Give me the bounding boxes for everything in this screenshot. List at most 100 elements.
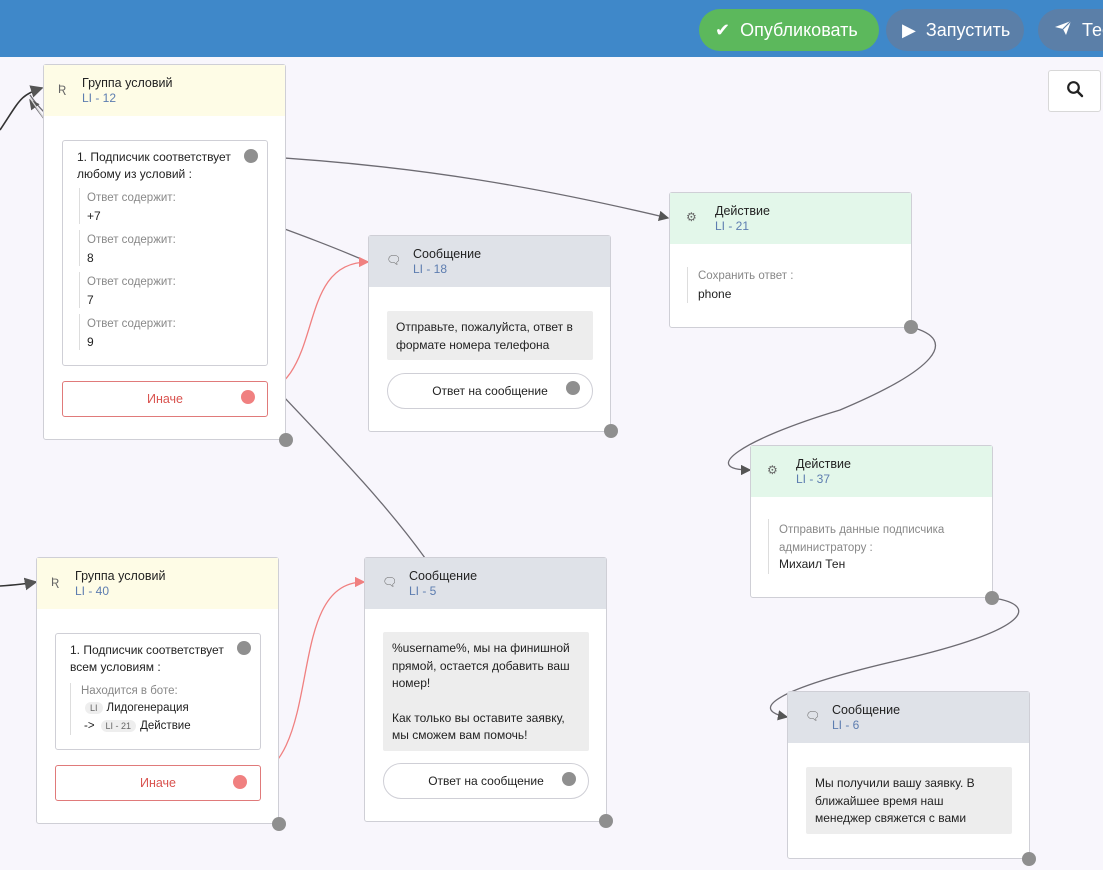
node-output-port[interactable]	[904, 320, 918, 334]
message-text-line: Как только вы оставите заявку, мы сможем…	[392, 710, 565, 743]
search-icon	[1066, 80, 1084, 103]
else-output-port[interactable]	[241, 390, 255, 404]
rule-divider	[79, 188, 80, 224]
rule-label: Находится в боте:	[81, 685, 178, 697]
gears-icon: ⚙	[686, 210, 697, 224]
wire-offscreen-to-group12	[0, 85, 44, 131]
condition-title: 1. Подписчик соответствует всем условиям…	[70, 643, 224, 674]
check-icon: ✔	[715, 19, 731, 40]
action-value: Михаил Тен	[779, 557, 846, 571]
node-output-port[interactable]	[272, 817, 286, 831]
rule-label: Ответ содержит:	[87, 318, 176, 330]
card-title: Группа условий	[75, 569, 166, 583]
card-title: Действие	[715, 204, 770, 218]
bot-name: Лидогенерация	[106, 702, 189, 714]
condition-output-port[interactable]	[244, 149, 258, 163]
message-header: 🗨 Сообщение LI - 5	[365, 558, 606, 609]
condition-output-port[interactable]	[237, 641, 251, 655]
top-toolbar: ✔ Опубликовать ▶ Запустить Тес	[0, 0, 1103, 57]
step-chip: LI - 21	[100, 720, 137, 732]
run-button-label: Запустить	[925, 19, 1011, 40]
reply-output-port[interactable]	[562, 772, 576, 786]
rule-label: Ответ содержит:	[87, 276, 176, 288]
rule-label: Ответ содержит:	[87, 234, 176, 246]
action-value: phone	[698, 287, 732, 301]
card-title: Сообщение	[409, 569, 478, 583]
node-output-port[interactable]	[599, 814, 613, 828]
message-node-li6[interactable]: 🗨 Сообщение LI - 6 Мы получили вашу заяв…	[787, 691, 1030, 859]
rule-value: 7	[87, 293, 94, 307]
action-label: Сохранить ответ :	[698, 270, 794, 282]
message-text-line: %username%, мы на финишной прямой, остае…	[392, 641, 570, 690]
message-node-li18[interactable]: 🗨 Сообщение LI - 18 Отправьте, пожалуйст…	[368, 235, 611, 432]
card-title: Группа условий	[82, 76, 173, 90]
else-button[interactable]: Иначе	[55, 765, 261, 801]
else-output-port[interactable]	[233, 775, 247, 789]
paper-plane-icon	[1054, 20, 1072, 41]
wire-offscreen-to-group40	[0, 577, 38, 591]
card-id: LI - 12	[82, 91, 117, 105]
action-header: ⚙ Действие LI - 37	[751, 446, 992, 497]
message-text: %username%, мы на финишной прямой, остае…	[383, 632, 589, 751]
reply-output-port[interactable]	[566, 381, 580, 395]
message-header: 🗨 Сообщение LI - 18	[369, 236, 610, 287]
gears-icon: ⚙	[767, 463, 778, 477]
condition-block[interactable]: 1. Подписчик соответствует всем условиям…	[55, 633, 261, 750]
wire-act21-to-act37	[727, 326, 937, 476]
rule-label: Ответ содержит:	[87, 192, 176, 204]
condition-icon: Ʀ	[51, 575, 60, 589]
card-title: Действие	[796, 457, 851, 471]
test-button[interactable]: Тес	[1038, 9, 1103, 51]
card-id: LI - 21	[715, 219, 750, 233]
condition-block[interactable]: 1. Подписчик соответствует любому из усл…	[62, 140, 268, 366]
wire-act37-to-msg6	[769, 597, 1020, 721]
card-id: LI - 18	[413, 262, 448, 276]
action-node-li21[interactable]: ⚙ Действие LI - 21 Сохранить ответ : pho…	[669, 192, 912, 328]
action-label: Отправить данные подписчика администрато…	[779, 524, 945, 554]
node-output-port[interactable]	[279, 433, 293, 447]
node-output-port[interactable]	[985, 591, 999, 605]
condition-group-header: Ʀ Группа условий LI - 40	[37, 558, 278, 609]
publish-button-label: Опубликовать	[740, 19, 858, 40]
card-id: LI - 40	[75, 584, 110, 598]
search-button[interactable]	[1048, 70, 1101, 112]
message-text: Отправьте, пожалуйста, ответ в формате н…	[387, 311, 593, 360]
else-button[interactable]: Иначе	[62, 381, 268, 417]
rule-divider	[70, 683, 71, 735]
condition-title: 1. Подписчик соответствует любому из усл…	[77, 150, 231, 181]
card-id: LI - 37	[796, 472, 831, 486]
condition-group-li12[interactable]: Ʀ Группа условий LI - 12 1. Подписчик со…	[43, 64, 286, 440]
action-node-li37[interactable]: ⚙ Действие LI - 37 Отправить данные подп…	[750, 445, 993, 598]
card-title: Сообщение	[832, 703, 901, 717]
card-id: LI - 6	[832, 718, 860, 732]
chat-bubble-icon: 🗨	[386, 253, 402, 267]
card-id: LI - 5	[409, 584, 437, 598]
arrow-text: ->	[84, 720, 95, 732]
reply-button[interactable]: Ответ на сообщение	[387, 373, 593, 409]
bot-chip: LI	[85, 702, 103, 714]
chat-bubble-icon: 🗨	[382, 575, 398, 589]
chat-bubble-icon: 🗨	[805, 709, 821, 723]
rule-divider	[79, 272, 80, 308]
action-header: ⚙ Действие LI - 21	[670, 193, 911, 244]
rule-divider	[79, 230, 80, 266]
wire-cond12-to-act21	[250, 155, 670, 221]
message-header: 🗨 Сообщение LI - 6	[788, 692, 1029, 743]
message-node-li5[interactable]: 🗨 Сообщение LI - 5 %username%, мы на фин…	[364, 557, 607, 822]
play-icon: ▶	[902, 19, 916, 40]
reply-button[interactable]: Ответ на сообщение	[383, 763, 589, 799]
rule-value: +7	[87, 209, 101, 223]
node-output-port[interactable]	[1022, 852, 1036, 866]
rule-value: 8	[87, 251, 94, 265]
action-divider	[768, 519, 769, 574]
step-name: Действие	[140, 720, 191, 732]
run-button[interactable]: ▶ Запустить	[886, 9, 1024, 51]
message-text: Мы получили вашу заявку. В ближайшее вре…	[806, 767, 1012, 834]
rule-divider	[79, 314, 80, 350]
condition-icon: Ʀ	[58, 82, 67, 96]
condition-group-header: Ʀ Группа условий LI - 12	[44, 65, 285, 116]
publish-button[interactable]: ✔ Опубликовать	[699, 9, 879, 51]
node-output-port[interactable]	[604, 424, 618, 438]
